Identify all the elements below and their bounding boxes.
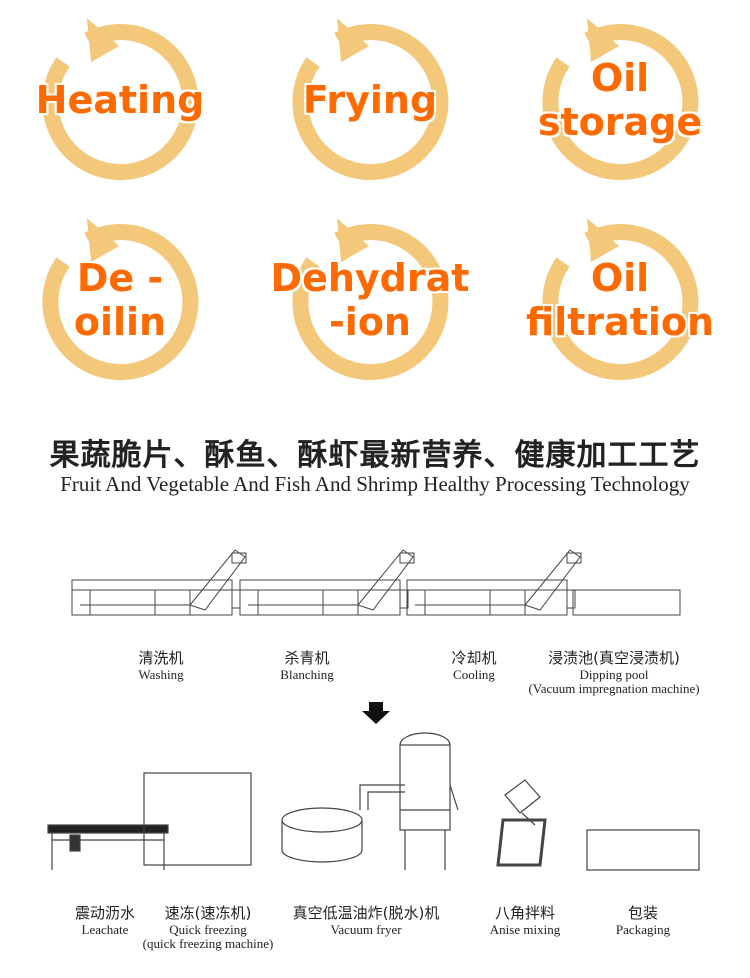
cycle-label-line: -ion — [329, 300, 411, 344]
cycle-label-line: filtration — [525, 300, 715, 344]
anise-mixer-drawing — [496, 779, 547, 867]
circular-arrow-icon — [292, 218, 449, 381]
cooling-machine-drawing — [406, 549, 582, 616]
washing-machine-drawing — [71, 549, 247, 616]
cycle-label-line: De - — [76, 256, 164, 300]
blanching-machine-drawing — [239, 549, 415, 616]
cycle-label-line: Heating — [35, 78, 205, 122]
circular-arrow-icon — [542, 18, 699, 181]
title-english: Fruit And Vegetable And Fish And Shrimp … — [60, 472, 690, 496]
cycle-label-line: Oil — [590, 56, 650, 100]
cycle-label: De -oilin — [0, 210, 240, 390]
cycle-label-line: Frying — [302, 78, 438, 122]
packaging-machine-drawing — [586, 829, 700, 871]
cycle-item: De -oilin — [30, 210, 210, 390]
cycle-label: Heating — [0, 10, 240, 190]
cycle-label-line: Dehydrat — [270, 256, 470, 300]
processing-line-drawing-2 — [47, 732, 700, 871]
circular-arrow-icon — [42, 218, 199, 381]
cycle-item: Dehydrat-ion — [271, 210, 469, 390]
cycle-label: Frying — [250, 10, 490, 190]
circular-arrow-icon — [42, 18, 199, 181]
vacuum-fryer-drawing — [281, 732, 459, 870]
processing-line-drawing — [71, 549, 681, 616]
title-chinese: 果蔬脆片、酥鱼、酥虾最新营养、健康加工工艺 — [49, 438, 701, 473]
cycle-label-line: Oil — [590, 256, 650, 300]
caption-quick-freezing: 速冻(速冻机)Quick freezing(quick freezing mac… — [142, 904, 274, 951]
cycle-label-line: oilin — [73, 300, 167, 344]
caption-dipping-pool: 浸渍池(真空浸渍机)Dipping pool(Vacuum impregnati… — [528, 649, 700, 696]
circular-arrow-icon — [292, 18, 449, 181]
quick-freezer-drawing — [143, 772, 252, 866]
cycle-label: Dehydrat-ion — [250, 210, 490, 390]
cycle-label-line: storage — [537, 100, 703, 144]
dipping-pool-drawing — [572, 589, 681, 616]
cycle-item: Heating — [30, 10, 210, 190]
cycle-item: Frying — [280, 10, 460, 190]
vibrating-drainer-drawing — [47, 824, 169, 870]
down-arrow-icon — [362, 702, 390, 724]
circular-arrow-icon — [542, 218, 699, 381]
